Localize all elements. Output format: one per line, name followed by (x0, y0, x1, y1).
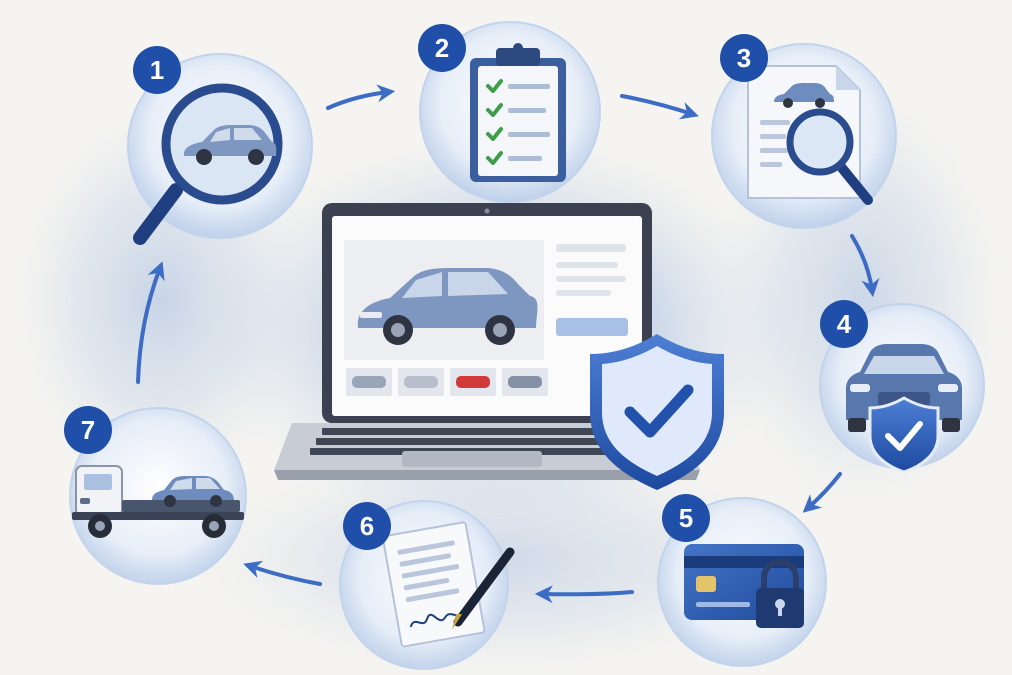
arrow-4-to-5 (802, 472, 842, 513)
step-badge (720, 34, 768, 82)
step-number: 6 (360, 511, 374, 541)
listing-thumbnails (346, 368, 548, 396)
step-5: 5 (657, 494, 827, 667)
arrow-1-to-2 (326, 84, 396, 110)
tow-truck-icon (72, 465, 244, 538)
credit-card-lock-icon (684, 544, 804, 628)
arrow-2-to-3 (620, 94, 699, 120)
listing-details (556, 244, 626, 296)
car-shield-icon (846, 344, 962, 474)
step-3: 3 (711, 34, 897, 229)
magnifier-car-icon (133, 83, 283, 245)
listing-car-image (357, 268, 538, 345)
flow-arrows (136, 84, 880, 604)
step-number: 3 (737, 43, 751, 73)
step-6: 6 (339, 500, 515, 670)
document-search-icon (747, 65, 873, 205)
arrow-3-to-4 (850, 234, 880, 298)
step-1: 1 (127, 46, 313, 245)
step-badge (133, 46, 181, 94)
step-number: 4 (837, 309, 852, 339)
arrow-6-to-7 (243, 560, 322, 586)
arrow-7-to-1 (136, 261, 165, 384)
step-badge (662, 494, 710, 542)
step-number: 2 (435, 33, 449, 63)
laptop-keyboard (310, 428, 662, 455)
arrow-5-to-6 (534, 585, 634, 604)
step-7: 7 (64, 406, 247, 585)
step-number: 5 (679, 503, 693, 533)
shield-check-icon (590, 334, 724, 490)
step-4: 4 (819, 300, 985, 474)
step-badge (64, 406, 112, 454)
contract-pen-icon (382, 521, 515, 648)
step-badge (343, 502, 391, 550)
clipboard-checklist-icon (470, 43, 566, 182)
step-number: 1 (150, 55, 164, 85)
step-2: 2 (418, 21, 601, 203)
listing-action-button (556, 318, 628, 336)
laptop-listing-icon (274, 203, 700, 480)
step-badge (820, 300, 868, 348)
step-badge (418, 24, 466, 72)
step-number: 7 (81, 415, 95, 445)
laptop-trackpad (402, 451, 542, 467)
